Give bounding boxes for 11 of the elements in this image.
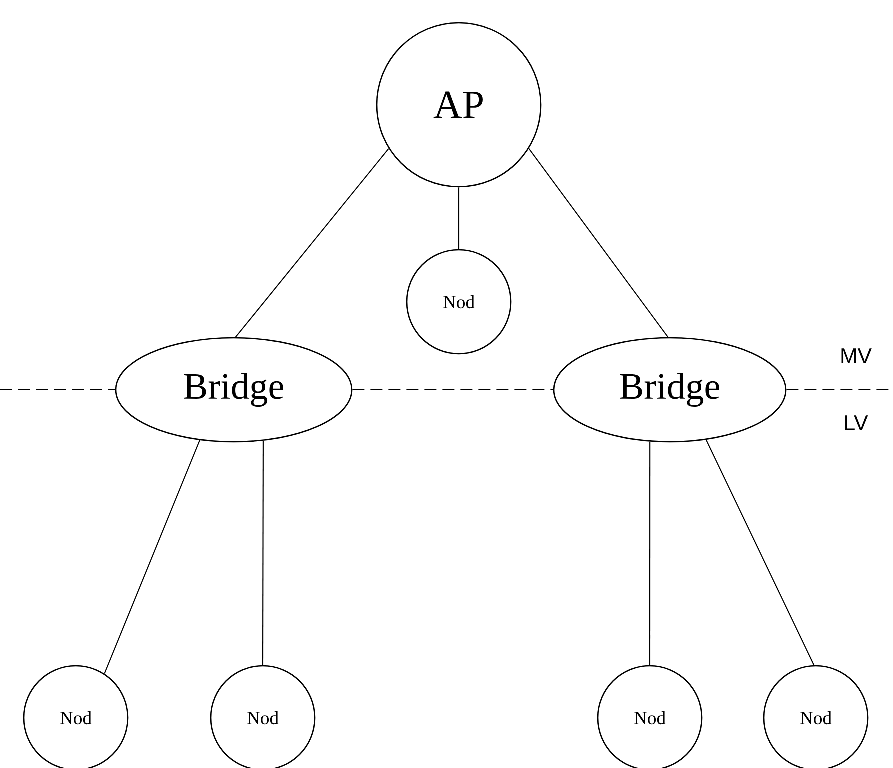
connector-line	[235, 148, 390, 338]
zone-label: MV	[842, 348, 872, 364]
zone-label: LV	[846, 416, 868, 430]
connector-line	[104, 440, 200, 674]
connector-line	[649, 442, 651, 666]
connector-line	[262, 441, 264, 666]
connector-line	[458, 188, 460, 250]
dashed-line	[352, 389, 554, 391]
connector-line	[706, 440, 815, 666]
connector-line	[528, 148, 669, 338]
dashed-line	[0, 389, 116, 391]
